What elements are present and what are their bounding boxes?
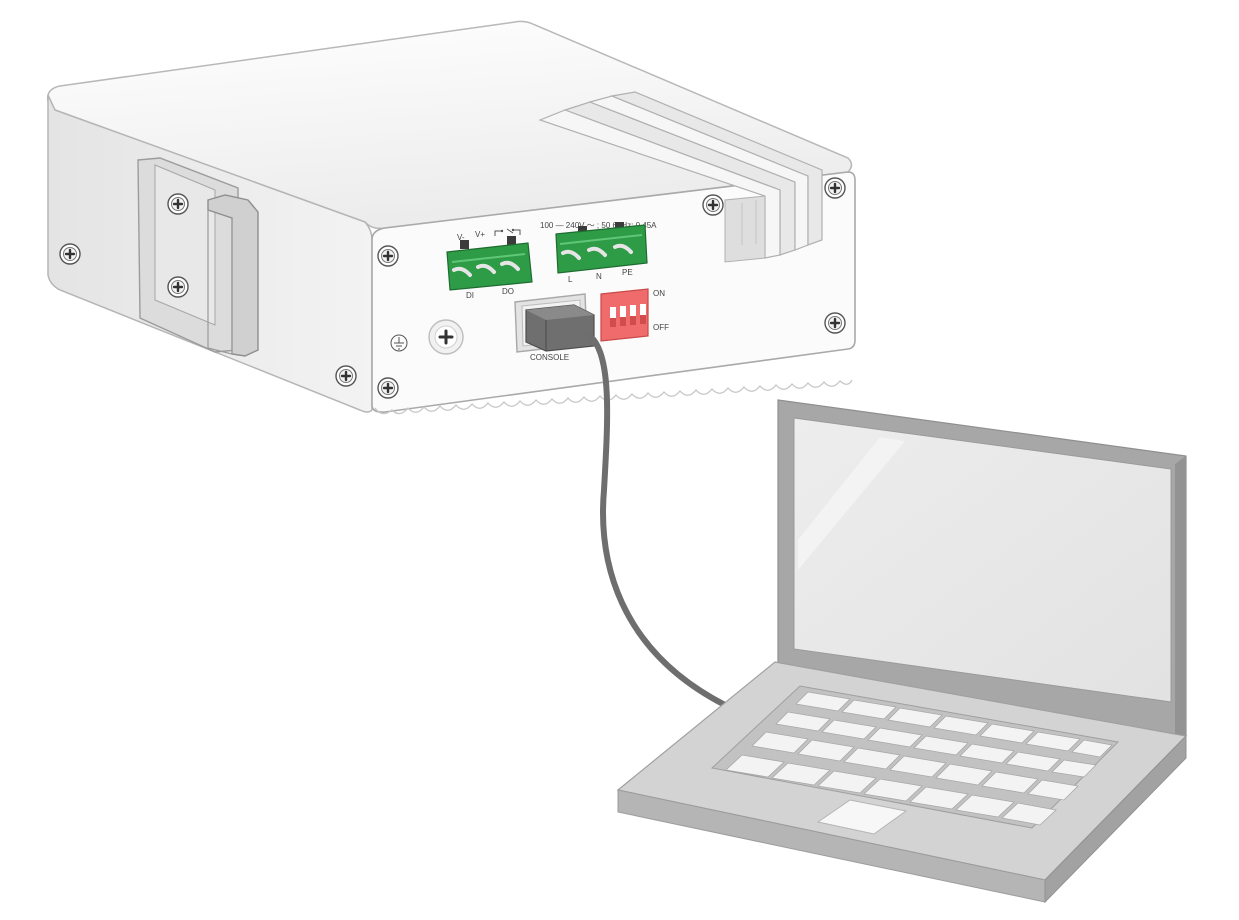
dc-terminal-block: V- V+ DI DO — [446, 228, 533, 300]
screw-icon — [376, 376, 400, 400]
screw-icon — [166, 275, 190, 299]
dc-pin-label: V- — [457, 233, 465, 242]
laptop-touchpad — [816, 799, 908, 835]
screw-icon — [823, 311, 847, 335]
industrial-switch-device: V- V+ DI DO 100 — 240V ～ ; 50 60Hz; 0.45… — [46, 20, 856, 415]
screen-glare — [798, 437, 905, 570]
ac-pin-label: L — [568, 275, 573, 284]
power-rating-label: 100 — 240V ～ ; 50 60Hz; 0.45A — [540, 221, 657, 230]
relay-contact-icon — [494, 228, 521, 236]
screw-icon — [58, 242, 82, 266]
screw-icon — [823, 176, 847, 200]
console-cable — [587, 333, 728, 708]
screw-icon — [166, 192, 190, 216]
di-label: DI — [466, 291, 474, 300]
keyboard-keys — [725, 691, 1113, 826]
dip-switch: ON OFF — [600, 288, 669, 342]
laptop-screen — [793, 417, 1172, 703]
do-label: DO — [502, 287, 514, 296]
ac-pin-label: PE — [622, 268, 633, 277]
dip-on-label: ON — [653, 289, 665, 298]
ground-icon — [390, 334, 408, 352]
dip-off-label: OFF — [653, 323, 669, 332]
laptop — [616, 399, 1188, 904]
screw-icon — [334, 364, 358, 388]
screw-icon — [376, 244, 400, 268]
device-bottom-edge — [374, 379, 853, 415]
ground-terminal — [428, 319, 464, 355]
ac-pin-label: N — [596, 272, 602, 281]
heat-sink-fins — [538, 91, 823, 263]
ac-terminal-block: 100 — 240V ～ ; 50 60Hz; 0.45A L N PE — [540, 221, 657, 284]
dc-pin-label: V+ — [475, 230, 485, 239]
screw-icon — [701, 193, 725, 217]
console-label: CONSOLE — [530, 353, 569, 362]
console-cable-plug — [525, 304, 595, 352]
